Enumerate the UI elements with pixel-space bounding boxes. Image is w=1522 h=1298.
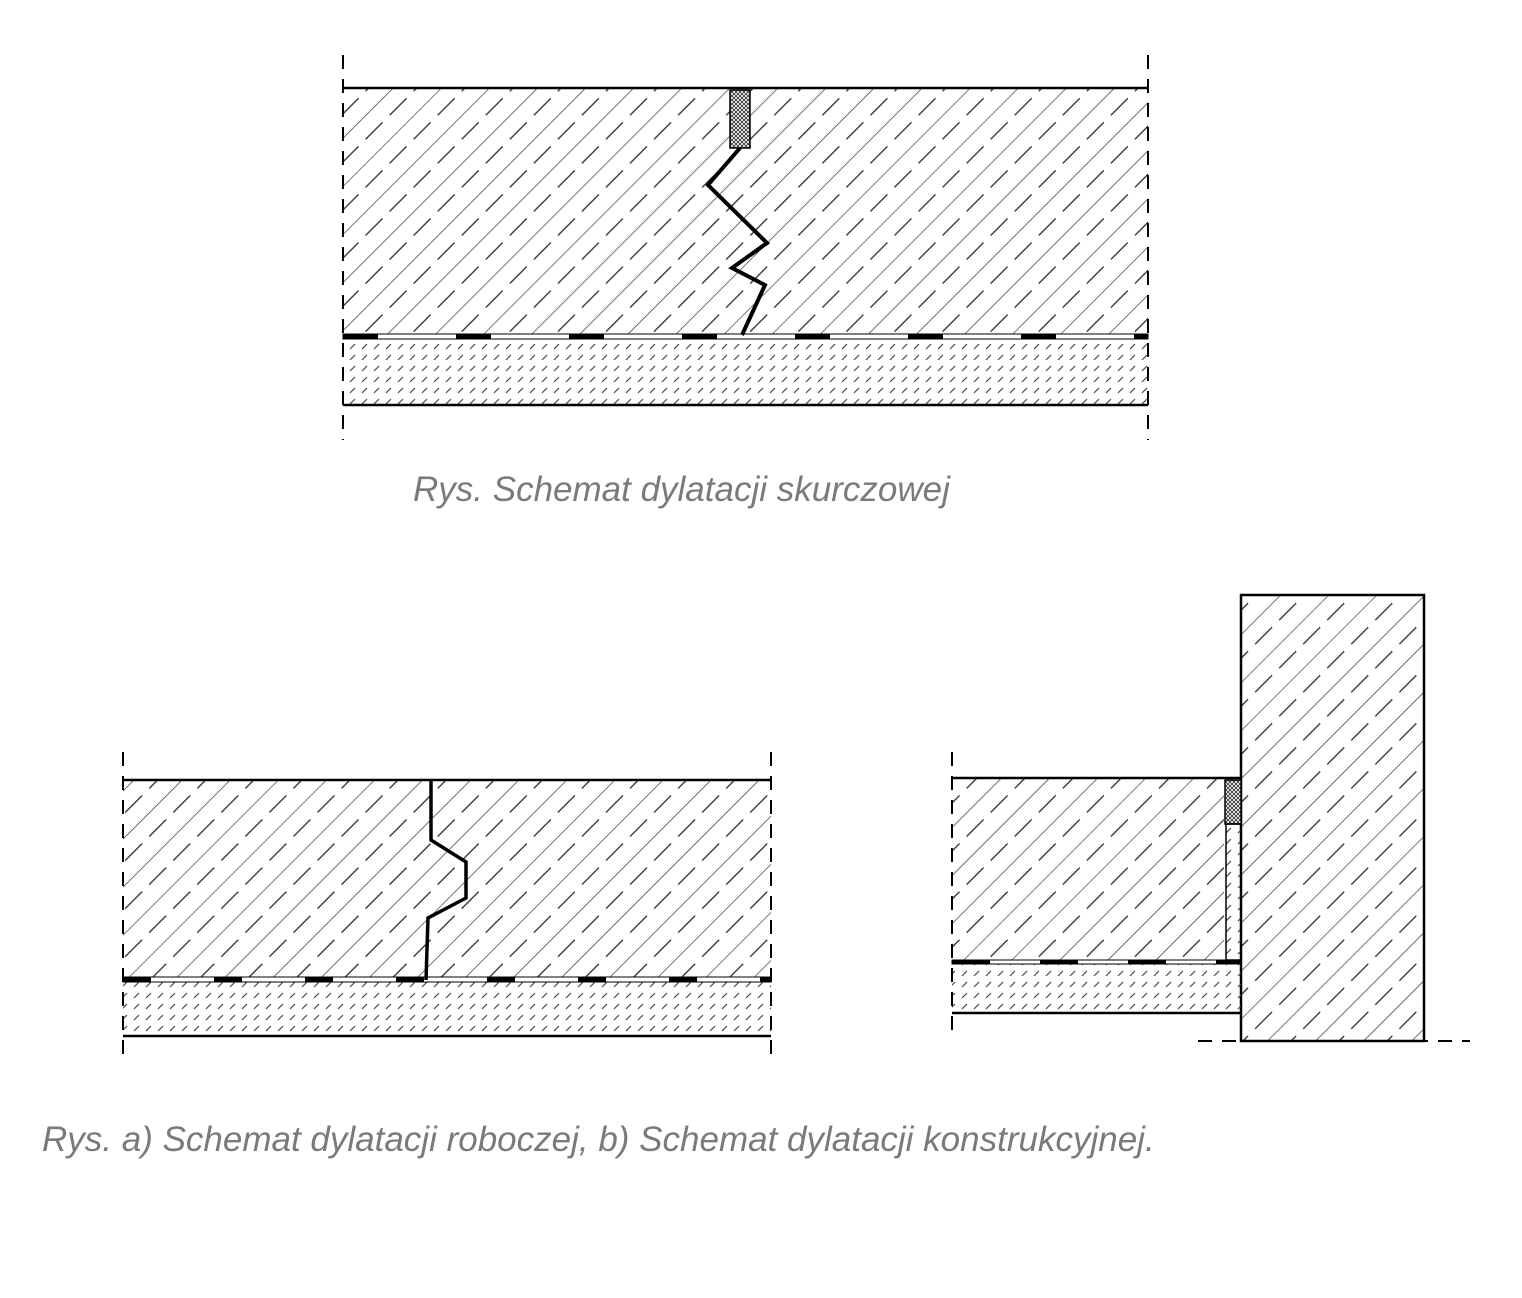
joint-sealant [729,89,751,149]
joint-filler [1225,823,1242,961]
separation-membrane [122,976,772,983]
separation-membrane [342,333,1149,340]
wall [1239,593,1426,1043]
crack-line [705,146,771,336]
joint-sealant [1224,779,1242,825]
figure-caption-shrinkage-joint: Rys. Schemat dylatacji skurczowej [413,470,950,509]
figure-caption-construction-structural-joints: Rys. a) Schemat dylatacji roboczej, b) S… [42,1120,1155,1159]
separation-membrane [951,959,1242,965]
concrete-slab [952,778,1224,960]
subbase-layer [343,339,1148,405]
subbase-layer [123,982,771,1036]
structural-joint-diagram [951,593,1470,1043]
subbase-layer [952,964,1241,1013]
construction-joint-diagram [122,752,772,1062]
concrete-slab [123,780,771,978]
shrinkage-joint-diagram [342,55,1149,440]
joint-line [424,780,468,981]
